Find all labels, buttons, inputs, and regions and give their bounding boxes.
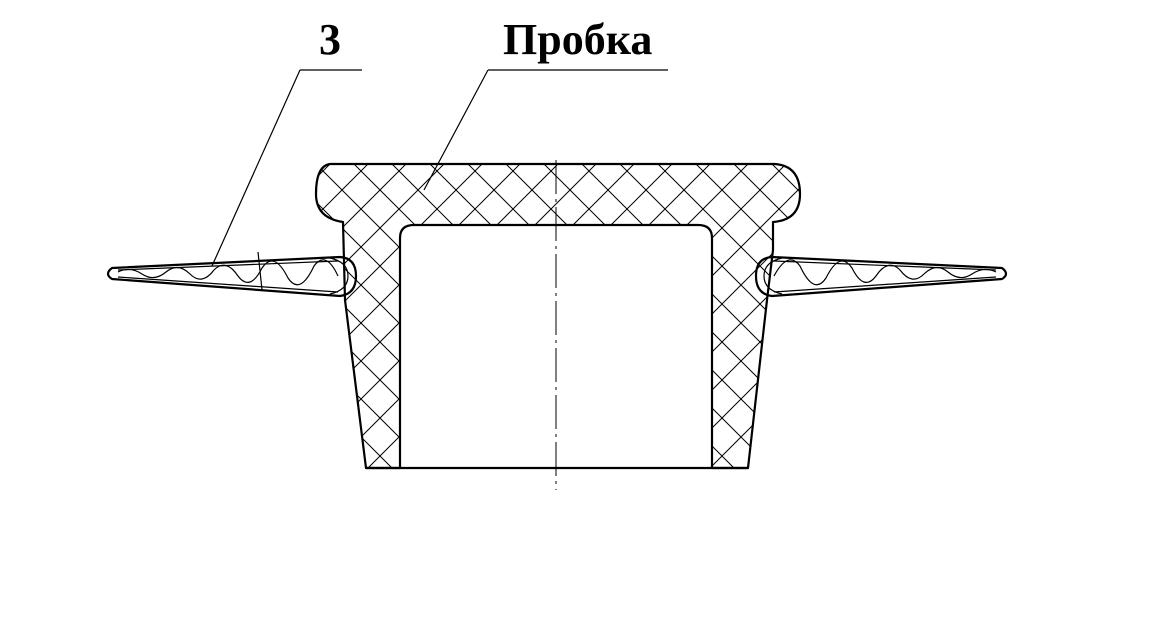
stopper-hatch-fill — [316, 164, 800, 468]
callout-number-label: 3 — [319, 15, 341, 64]
stopper-outline — [314, 162, 802, 470]
right-spring — [754, 255, 1008, 298]
stopper-body — [314, 162, 802, 470]
leader-number — [211, 69, 362, 267]
leader-stopper — [423, 69, 668, 191]
left-spring — [106, 251, 358, 298]
callout-stopper-label: Пробка — [503, 15, 652, 64]
